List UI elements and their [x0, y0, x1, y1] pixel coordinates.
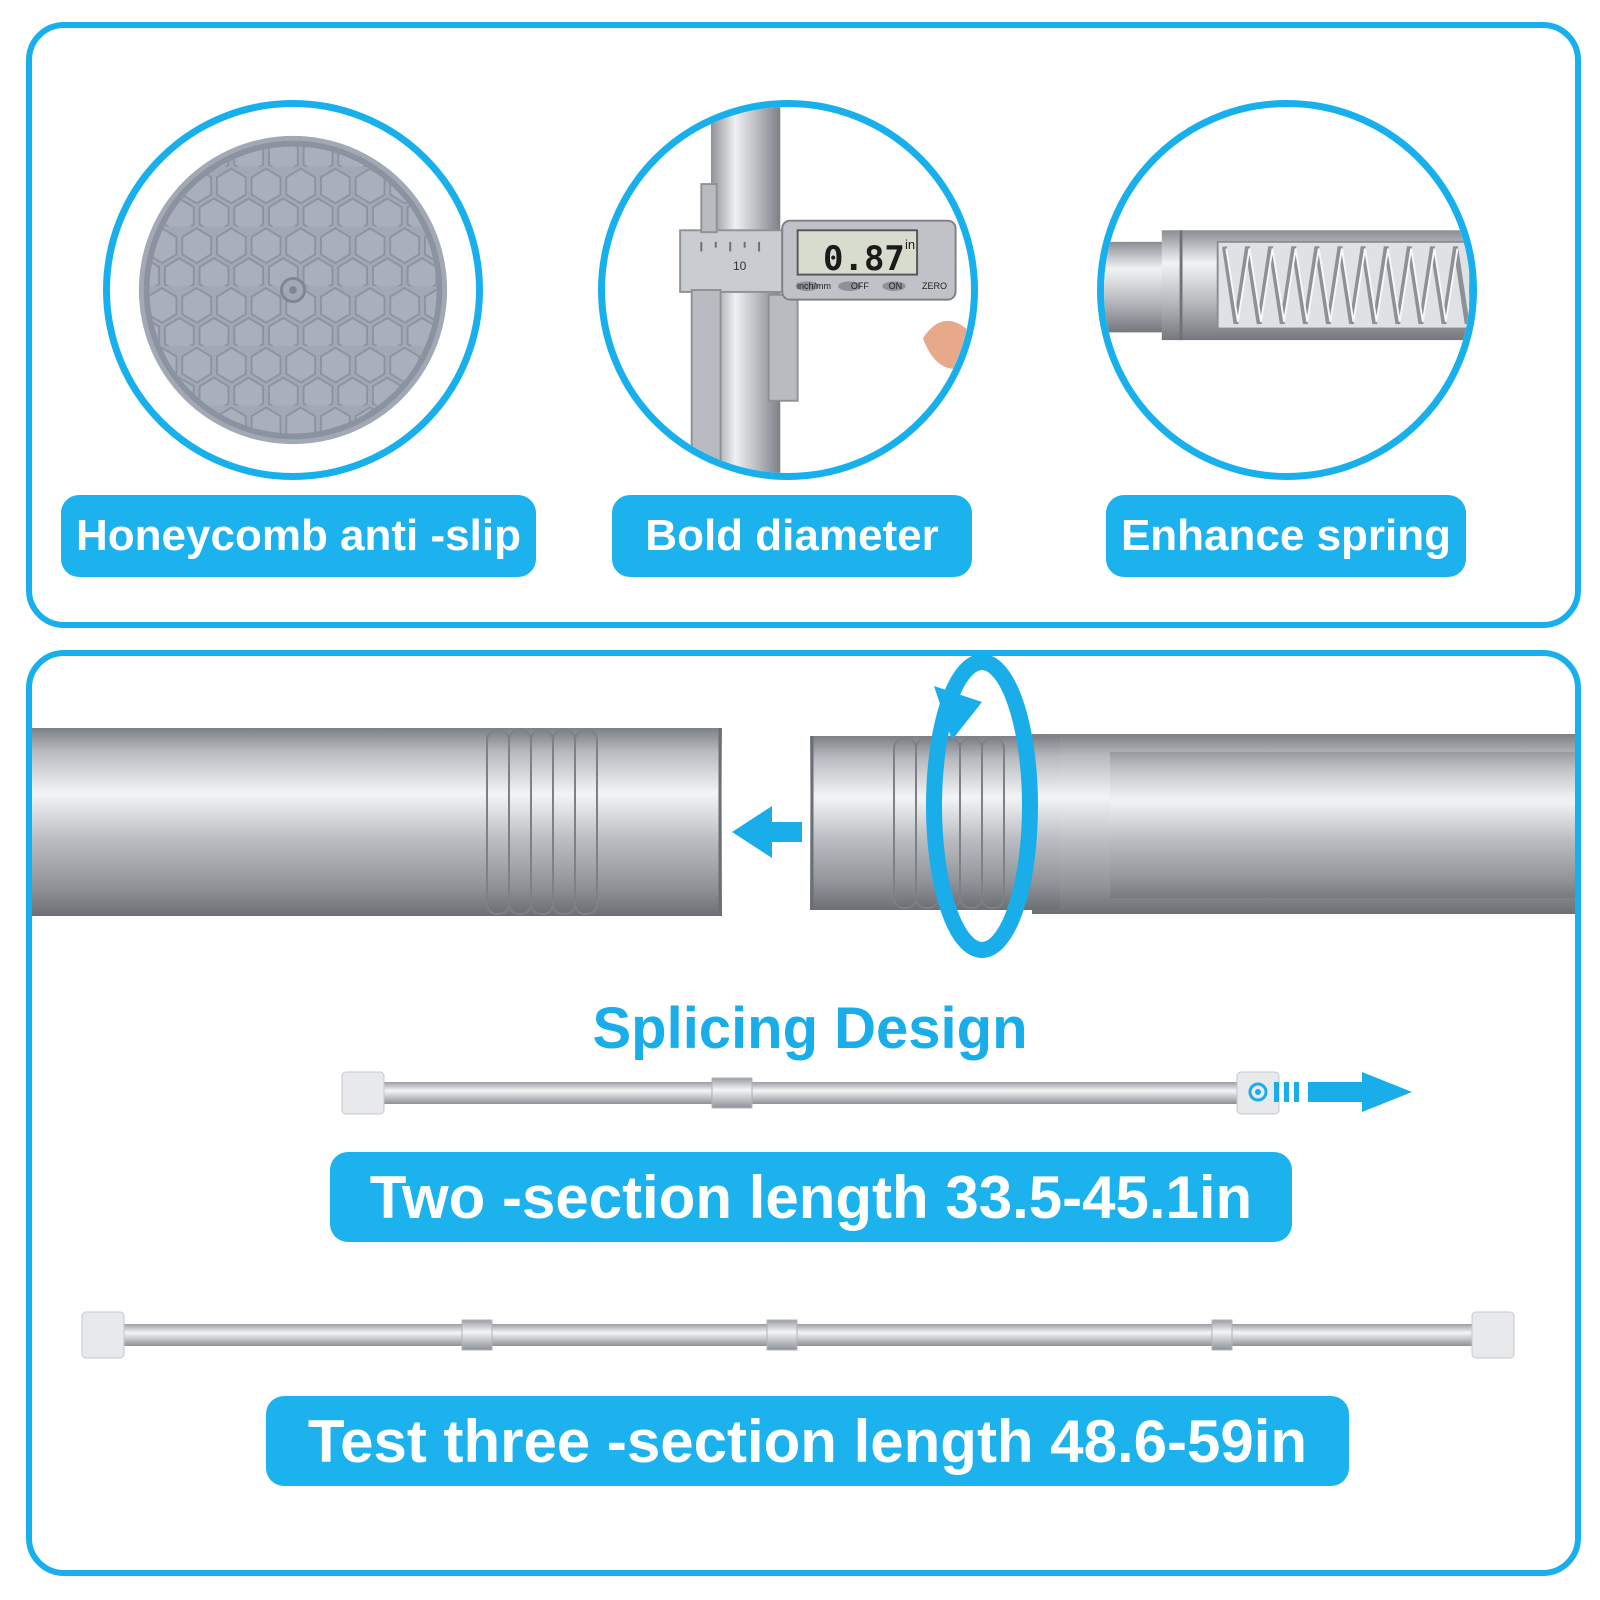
three-section-rod: [81, 1311, 1515, 1359]
left-tube-grooves: [486, 729, 598, 915]
caliper-reading: 0.87: [823, 239, 905, 279]
caliper-button-off: OFF: [850, 281, 869, 291]
two-section-length-label: Two -section length 33.5-45.1in: [330, 1152, 1292, 1242]
spring-circle: [1097, 100, 1477, 480]
left-tube: [32, 728, 722, 916]
splicing-design-title: Splicing Design: [592, 996, 1028, 1061]
feature-label-spring: Enhance spring: [1106, 495, 1466, 577]
caliper-unit: in: [905, 237, 916, 252]
caliper-circle: 0.87 in 10 inch/mm OFF ON ZERO: [598, 100, 978, 480]
rotate-arrow-icon: [926, 656, 1038, 958]
two-section-rod: [341, 1071, 1280, 1115]
caliper-button-on: ON: [888, 281, 903, 291]
feature-label-honeycomb: Honeycomb anti -slip: [61, 495, 536, 577]
caliper-button-labels: inch/mm OFF ON ZERO: [797, 281, 947, 291]
feature-label-diameter: Bold diameter: [612, 495, 972, 577]
splicing-illustration: [32, 656, 1575, 1359]
honeycomb-pad-circle: [103, 100, 483, 480]
honeycomb-pad-icon: [138, 135, 448, 445]
join-arrow-icon: [732, 806, 802, 858]
three-section-length-label: Test three -section length 48.6-59in: [266, 1396, 1349, 1486]
caliper-icon: [679, 107, 967, 473]
caliper-button-unit: inch/mm: [797, 281, 832, 291]
caliper-scale-mark: 10: [733, 259, 747, 273]
caliper-button-zero: ZERO: [921, 281, 947, 291]
spring-icon: [1104, 230, 1470, 341]
extend-arrow-icon: [1248, 1072, 1412, 1112]
